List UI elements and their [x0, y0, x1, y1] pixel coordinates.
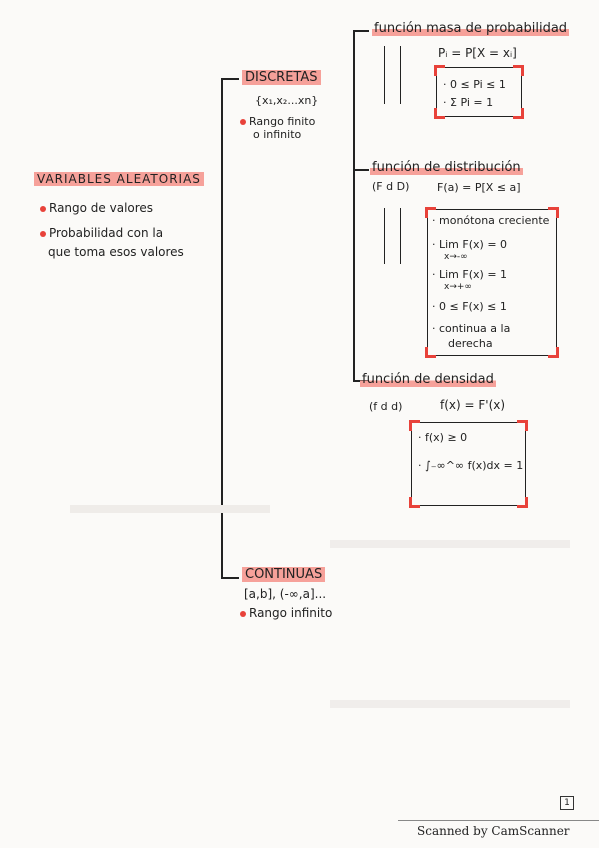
corner-mark [434, 108, 445, 119]
masa-arrow-up [400, 46, 402, 104]
distribucion-props-box: · monótona creciente · Lim F(x) = 0 x→-∞… [425, 207, 559, 358]
masa-arrow-down [384, 46, 386, 104]
bullet-icon [40, 205, 46, 212]
distribucion-abbr: (F d D) [372, 180, 410, 193]
distribucion-arrow-up [400, 208, 402, 264]
tree-trunk [221, 78, 223, 578]
branch-distribucion [353, 169, 369, 171]
densidad-prop-2: · ∫₋∞^∞ f(x)dx = 1 [418, 459, 524, 472]
main-bullet-1: Rango de valores [40, 201, 153, 215]
densidad-props-box: · f(x) ≥ 0 · ∫₋∞^∞ f(x)dx = 1 [409, 420, 528, 508]
subtree-trunk [353, 30, 355, 380]
continuas-heading: CONTINUAS [242, 567, 326, 582]
footer-divider [398, 820, 599, 821]
densidad-prop-1: · f(x) ≥ 0 [418, 431, 468, 444]
discretas-rango: Rango finito [240, 115, 315, 128]
branch-masa [353, 30, 369, 32]
distribucion-prop-2: · Lim F(x) = 0 [432, 238, 508, 251]
distribucion-prop-5: · continua a la [432, 322, 511, 335]
bullet-icon [40, 230, 46, 237]
masa-title: función masa de probabilidad [372, 21, 570, 36]
distribucion-prop-5-cont: derecha [448, 337, 493, 350]
main-title: VARIABLES ALEATORIAS [34, 172, 204, 186]
distribucion-formula: F(a) = P[X ≤ a] [437, 181, 521, 194]
main-bullet-2-cont: que toma esos valores [48, 245, 184, 259]
masa-prop-1: · 0 ≤ Pi ≤ 1 [443, 78, 506, 91]
corner-mark [513, 108, 524, 119]
corner-mark [548, 347, 559, 358]
masa-prop-2: · Σ Pi = 1 [443, 96, 494, 109]
distribucion-prop-3-sub: x→+∞ [444, 282, 472, 292]
branch-discretas [221, 78, 239, 80]
discretas-heading: DISCRETAS [242, 70, 321, 85]
corner-mark [513, 65, 524, 76]
discretas-set: {x₁,x₂...xn} [255, 94, 319, 107]
bullet-icon [240, 119, 246, 125]
branch-continuas [221, 577, 239, 579]
bleed-through [330, 540, 570, 548]
densidad-formula: f(x) = F'(x) [440, 398, 506, 412]
distribucion-title: función de distribución [370, 160, 523, 175]
distribucion-prop-2-sub: x→-∞ [444, 252, 468, 262]
corner-mark [434, 65, 445, 76]
densidad-abbr: (f d d) [369, 400, 403, 413]
densidad-title: función de densidad [360, 372, 496, 387]
distribucion-prop-3: · Lim F(x) = 1 [432, 268, 508, 281]
distribucion-arrow-down [384, 208, 386, 264]
bleed-through [330, 700, 570, 708]
corner-mark [425, 207, 436, 218]
bullet-icon [240, 610, 246, 617]
continuas-intervals: [a,b], (-∞,a]... [244, 587, 327, 601]
distribucion-prop-1: · monótona creciente [432, 214, 550, 227]
masa-formula: Pᵢ = P[X = xᵢ] [438, 46, 517, 60]
main-bullet-2: Probabilidad con la [40, 226, 163, 240]
discretas-rango-cont: o infinito [253, 128, 302, 141]
corner-mark [425, 347, 436, 358]
corner-mark [409, 497, 420, 508]
masa-props-box: · 0 ≤ Pi ≤ 1 · Σ Pi = 1 [434, 65, 524, 119]
scanner-footer: Scanned by CamScanner [417, 824, 570, 838]
bleed-through [70, 505, 270, 513]
corner-mark [517, 420, 528, 431]
corner-mark [409, 420, 420, 431]
distribucion-prop-4: · 0 ≤ F(x) ≤ 1 [432, 300, 507, 313]
corner-mark [517, 497, 528, 508]
page-number: 1 [560, 796, 574, 810]
corner-mark [548, 207, 559, 218]
continuas-rango: Rango infinito [240, 606, 332, 620]
